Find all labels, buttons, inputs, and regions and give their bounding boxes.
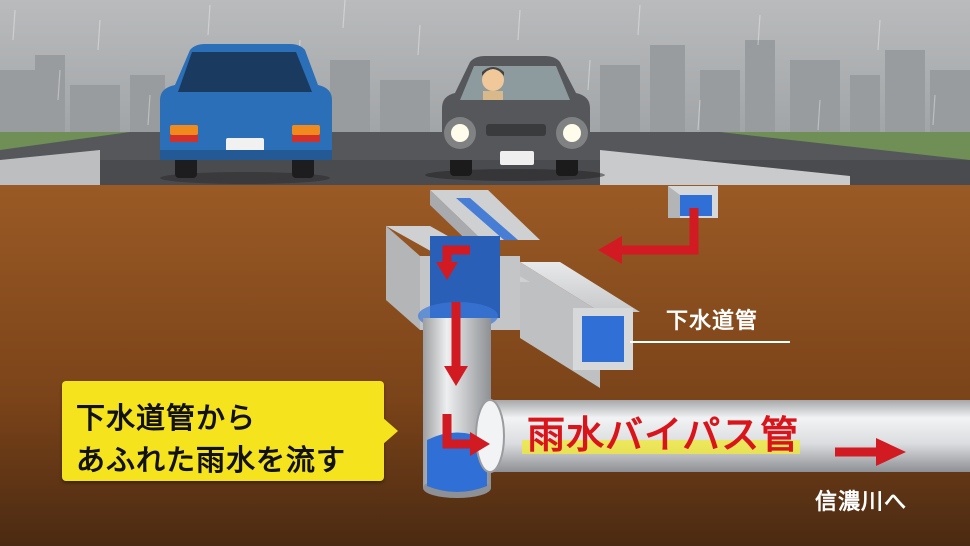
sewer-box-top	[520, 262, 640, 312]
sewer-pipe-label: 下水道管	[666, 309, 759, 334]
bypass-pipe	[490, 400, 970, 472]
bypass-pipe-label: 雨水バイパス管	[527, 413, 800, 457]
flow-arrow-icon	[442, 208, 878, 457]
destination-label: 信濃川へ	[815, 490, 908, 515]
flow-arrow-heads	[436, 236, 906, 466]
callout: 下水道管から あふれた雨水を流す	[62, 381, 398, 481]
dark-car	[425, 56, 605, 181]
sidewalk-right	[600, 150, 850, 186]
callout-box: 下水道管から あふれた雨水を流す	[62, 381, 384, 481]
callout-line-1: 下水道管から	[76, 401, 257, 435]
callout-line-2: あふれた雨水を流す	[76, 443, 347, 477]
blue-car	[160, 44, 332, 184]
callout-tail	[382, 417, 398, 445]
